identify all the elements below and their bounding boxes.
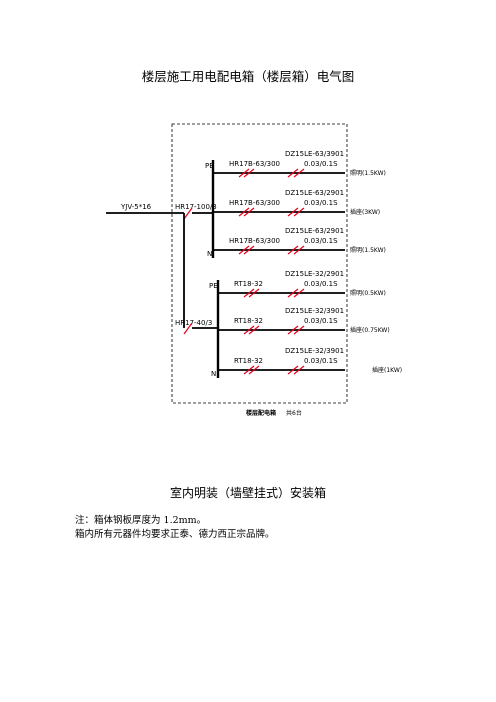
circuit-load-label: 插座(3KW) [350,208,380,216]
circuit-rcd-label: DZ15LE-32/3901 [285,307,344,315]
lower-pe-label: PE [209,282,218,290]
breaker-symbol [243,325,255,335]
main-breaker-symbol [183,207,193,220]
circuit-rcd-label: DZ15LE-63/2901 [285,227,344,235]
rcd-symbol [293,288,305,298]
notes-block: 注：箱体钢板厚度为 1.2mm。 箱内所有元器件均要求正泰、德力西正宗品牌。 [75,514,275,542]
breaker-symbol [243,207,255,217]
distribution-box-outline [171,123,348,404]
rcd-symbol [287,245,299,255]
breaker-symbol [238,168,250,178]
breaker-symbol [243,288,255,298]
circuit-breaker-label: RT18-32 [234,280,263,288]
circuit-breaker-label: HR17B-63/300 [229,160,280,168]
breaker-symbol [243,168,255,178]
page-title: 楼层施工用电配电箱（楼层箱）电气图 [141,69,355,84]
circuit-breaker-label: RT18-32 [234,357,263,365]
breaker-symbol [248,325,260,335]
circuit-load-label: 照明(0.5KW) [350,290,386,297]
box-caption: 楼层配电箱 [246,409,276,417]
rcd-symbol [293,365,305,375]
breaker-symbol [248,365,260,375]
installation-subtitle: 室内明装（墙壁挂式）安装箱 [169,486,326,500]
branch-switch-symbol [183,322,193,335]
rcd-symbol [293,168,305,178]
circuit-rcd-label: DZ15LE-32/2901 [285,270,344,278]
circuit-group: HR17B-63/300 DZ15LE-63/3901 0.03/0.1S 照明(1.… [213,150,402,375]
breaker-symbol [243,245,255,255]
note-line-1: 注：箱体钢板厚度为 1.2mm。 [75,515,207,526]
circuit-load-label: 插座(0.75KW) [350,326,390,334]
main-breaker-label: HR17-100/3 [175,203,217,211]
breaker-symbol [238,245,250,255]
rcd-symbol [287,365,299,375]
circuit-load-label: 照明(1.5KW) [350,247,386,254]
circuit-rcd-setting: 0.03/0.1S [304,357,338,365]
circuit-rcd-setting: 0.03/0.1S [304,199,338,207]
circuit-rcd-setting: 0.03/0.1S [304,160,338,168]
rcd-symbol [287,168,299,178]
rcd-symbol [287,325,299,335]
rcd-symbol [287,207,299,217]
circuit-breaker-label: HR17B-63/300 [229,199,280,207]
rcd-symbol [293,207,305,217]
incoming-cable-label: YJV-5*16 [120,203,152,211]
lower-n-label: N [211,370,216,378]
branch-switch-label: HR17-40/3 [175,319,212,327]
rcd-symbol [287,288,299,298]
circuit-rcd-label: DZ15LE-32/3901 [285,347,344,355]
upper-pe-label: PE [205,162,214,170]
note-line-2: 箱内所有元器件均要求正泰、德力西正宗品牌。 [75,529,275,540]
circuit-rcd-label: DZ15LE-63/2901 [285,189,344,197]
circuit-load-label: 插座(1KW) [372,366,402,374]
circuit-breaker-label: HR17B-63/300 [229,237,280,245]
rcd-symbol [293,325,305,335]
upper-n-label: N [207,250,212,258]
circuit-rcd-setting: 0.03/0.1S [304,280,338,288]
breaker-symbol [243,365,255,375]
circuit-rcd-setting: 0.03/0.1S [304,237,338,245]
rcd-symbol [293,245,305,255]
circuit-load-label: 照明(1.5KW) [350,170,386,177]
breaker-symbol [248,288,260,298]
circuit-rcd-label: DZ15LE-63/3901 [285,150,344,158]
circuit-breaker-label: RT18-32 [234,317,263,325]
box-caption-count: 共6台 [286,409,302,417]
circuit-rcd-setting: 0.03/0.1S [304,317,338,325]
breaker-symbol [238,207,250,217]
